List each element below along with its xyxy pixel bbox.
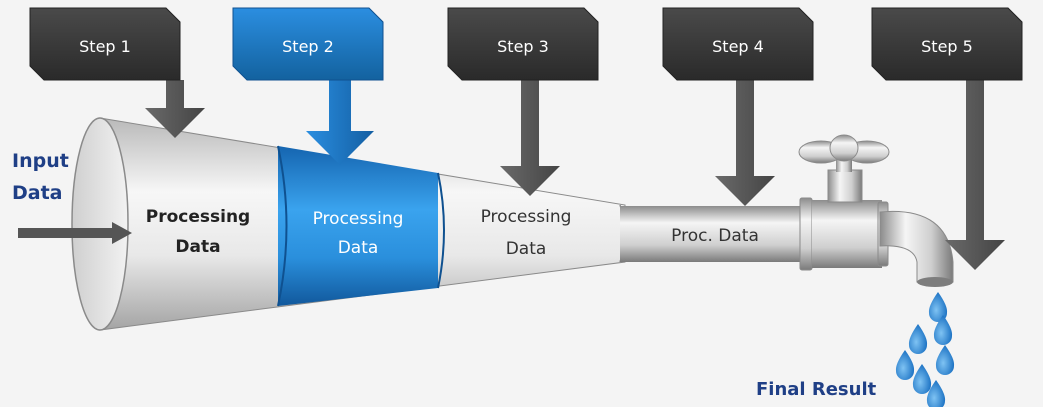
step-3-label: Step 3 <box>497 37 549 56</box>
segment-1-label-1: Processing <box>146 207 250 227</box>
segment-3-label-1: Processing <box>481 207 572 227</box>
faucet-icon <box>620 134 954 287</box>
step-4-arrow <box>715 80 775 206</box>
step-5-arrow <box>945 80 1005 270</box>
final-result-label: Final Result <box>756 379 877 400</box>
segment-2-label-1: Processing <box>313 209 404 229</box>
step-2-tab <box>232 7 384 81</box>
step-5-tab <box>871 7 1023 81</box>
step-3-tab <box>447 7 599 81</box>
step-1-tab <box>29 7 181 81</box>
segment-2-label-2: Data <box>338 238 379 258</box>
step-4-label: Step 4 <box>712 37 764 56</box>
step-5-label: Step 5 <box>921 37 973 56</box>
segment-3-label-2: Data <box>506 239 547 259</box>
water-drops <box>895 292 955 407</box>
step-1-arrow <box>145 80 205 138</box>
step-2-arrow <box>306 80 374 165</box>
segment-1-label-2: Data <box>175 237 220 257</box>
segment-highlight <box>278 146 438 306</box>
segment-divider <box>437 172 445 289</box>
input-label-2: Data <box>12 182 63 204</box>
step-2-label: Step 2 <box>282 37 334 56</box>
step-4-tab <box>662 7 814 81</box>
segment-divider <box>277 145 288 307</box>
segment-4-label: Proc. Data <box>671 226 759 246</box>
input-arrow <box>18 222 132 244</box>
step-1-label: Step 1 <box>79 37 131 56</box>
input-label-1: Input <box>12 150 69 172</box>
step-3-arrow <box>500 80 560 196</box>
funnel-mouth <box>71 117 129 331</box>
